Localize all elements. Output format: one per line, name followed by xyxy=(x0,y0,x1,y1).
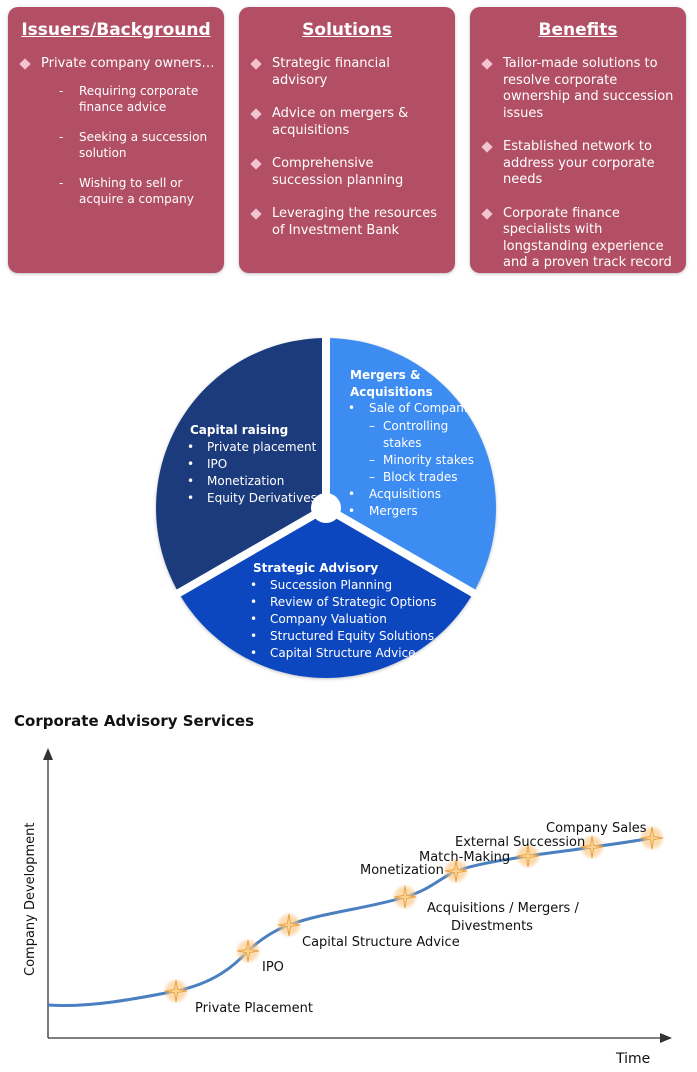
sub-item-text: Requiring corporate finance advice xyxy=(79,83,199,114)
sub-item-text: Seeking a succession solution xyxy=(79,129,208,160)
item-text: Strategic financial advisory xyxy=(272,56,390,88)
bullet-icon: • xyxy=(250,629,257,643)
list-item: Comprehensive succession planning xyxy=(250,156,447,189)
dash-icon: – xyxy=(369,453,375,467)
pie-divider xyxy=(324,504,479,599)
item-text: Corporate finance specialists with longs… xyxy=(503,205,672,271)
x-axis-arrow-icon xyxy=(660,1033,672,1043)
bullet-icon: • xyxy=(348,487,355,501)
dash-icon: – xyxy=(369,419,375,433)
sub-item: -Requiring corporate finance advice xyxy=(41,83,216,115)
milestone-label: External Succession xyxy=(455,835,585,850)
milestone-star-icon xyxy=(235,938,261,964)
bullet-icon: • xyxy=(187,440,194,454)
bullet-icon: • xyxy=(348,504,355,518)
card-title: Benefits xyxy=(538,20,618,40)
dash-icon: – xyxy=(369,470,375,484)
milestone-label: Acquisitions / Mergers / xyxy=(427,901,579,916)
list-item: Advice on mergers & acquisitions xyxy=(250,106,447,139)
mergers-item: Acquisitions xyxy=(369,487,441,501)
milestone-label: Company Sales xyxy=(546,821,647,836)
list-item: Private company owners… -Requiring corpo… xyxy=(19,56,216,207)
dash-icon: - xyxy=(59,83,64,98)
list-item: Established network to address your corp… xyxy=(481,139,678,189)
chart-title: Corporate Advisory Services xyxy=(14,712,254,730)
mergers-sub-item: stakes xyxy=(383,436,421,450)
milestone-label: Capital Structure Advice xyxy=(302,935,460,950)
mergers-title-line1: Mergers & xyxy=(350,368,420,382)
capital-item: Equity Derivatives xyxy=(207,491,317,505)
strategic-item: Capital Structure Advice xyxy=(270,646,416,660)
mergers-sub-item: Controlling xyxy=(383,419,448,433)
bullet-icon: • xyxy=(187,491,194,505)
milestone-label: Monetization xyxy=(360,863,444,878)
milestone-star-icon xyxy=(392,884,418,910)
mergers-sub-item: Block trades xyxy=(383,470,458,484)
services-pie-diagram: Capital raising • Private placement • IP… xyxy=(156,338,496,678)
bullet-icon: • xyxy=(250,612,257,626)
dash-icon: - xyxy=(59,175,64,190)
strategic-item: Company Valuation xyxy=(270,612,387,626)
milestone-star-icon xyxy=(443,858,469,884)
growth-curve xyxy=(47,836,653,1007)
advisory-services-chart: Corporate Advisory Services Company Deve… xyxy=(14,712,672,1067)
card-benefits: Benefits Tailor-made solutions to resolv… xyxy=(470,7,686,273)
bullet-icon: • xyxy=(187,474,194,488)
bullet-icon: • xyxy=(250,578,257,592)
strategic-item: Review of Strategic Options xyxy=(270,595,436,609)
list-item: Tailor-made solutions to resolve corpora… xyxy=(481,56,678,122)
item-text: Advice on mergers & acquisitions xyxy=(272,106,409,138)
item-text: Tailor-made solutions to resolve corpora… xyxy=(503,56,674,121)
milestone-star-icon xyxy=(163,978,189,1004)
bullet-icon: • xyxy=(250,646,257,660)
milestone-markers xyxy=(163,825,665,1004)
milestone-star-icon xyxy=(639,825,665,851)
pie-slice-strategic-advisory xyxy=(178,508,474,678)
list-item: Corporate finance specialists with longs… xyxy=(481,205,678,272)
bullet-icon: • xyxy=(250,595,257,609)
sub-item-text: Wishing to sell or acquire a company xyxy=(79,175,194,206)
bullet-icon: • xyxy=(187,457,194,471)
card-title: Issuers/Background xyxy=(21,20,211,40)
dash-icon: - xyxy=(59,129,64,144)
y-axis-arrow-icon xyxy=(43,748,53,760)
mergers-sub-item: Minority stakes xyxy=(383,453,474,467)
x-axis-label: Time xyxy=(615,1051,650,1067)
mergers-title-line2: Acquisitions xyxy=(350,385,433,399)
milestone-label: IPO xyxy=(262,960,284,975)
item-text: Comprehensive succession planning xyxy=(272,156,404,188)
milestone-label: Private Placement xyxy=(195,1001,313,1016)
strategic-item: Structured Equity Solutions xyxy=(270,629,434,643)
card-solutions: Solutions Strategic financial advisory A… xyxy=(239,7,455,273)
capital-item: Private placement xyxy=(207,440,317,454)
capital-raising-title: Capital raising xyxy=(190,423,288,437)
list-item: Leveraging the resources of Investment B… xyxy=(250,206,447,239)
mergers-item: Mergers xyxy=(369,504,418,518)
milestone-label: Match-Making xyxy=(419,850,510,865)
pie-divider xyxy=(173,504,328,599)
mergers-item: Sale of Companies xyxy=(369,401,481,415)
card-title: Solutions xyxy=(302,20,392,40)
milestone-label: Divestments xyxy=(451,919,533,934)
bullet-icon: • xyxy=(348,401,355,415)
capital-item: IPO xyxy=(207,457,227,471)
strategic-advisory-title: Strategic Advisory xyxy=(253,561,378,575)
item-text: Private company owners… xyxy=(41,56,215,71)
strategic-item: Succession Planning xyxy=(270,578,392,592)
milestone-star-icon xyxy=(276,912,302,938)
y-axis-label: Company Development xyxy=(23,823,38,977)
pie-center-hole xyxy=(311,493,341,523)
list-item: Strategic financial advisory xyxy=(250,56,447,89)
sub-item: -Wishing to sell or acquire a company xyxy=(41,175,216,207)
sub-item: -Seeking a succession solution xyxy=(41,129,216,161)
item-text: Leveraging the resources of Investment B… xyxy=(272,206,437,238)
card-issuers: Issuers/Background Private company owner… xyxy=(8,7,224,273)
milestone-star-icon xyxy=(515,843,541,869)
milestone-star-icon xyxy=(579,834,605,860)
item-text: Established network to address your corp… xyxy=(503,139,655,187)
capital-item: Monetization xyxy=(207,474,284,488)
